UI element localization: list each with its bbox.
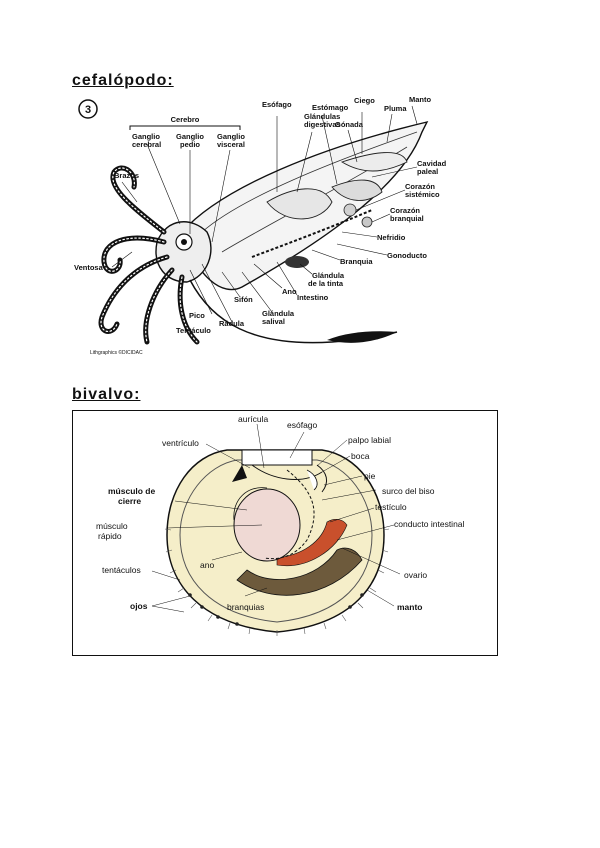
label-manto: Manto — [409, 95, 431, 104]
label-ojos: ojos — [130, 601, 148, 611]
label-ventosa: Ventosa — [74, 263, 104, 272]
tentacle-club-shape — [327, 331, 397, 343]
label-surco-biso: surco del biso — [382, 486, 435, 496]
systemic-heart-shape — [343, 203, 357, 217]
label-gonoducto: Gonoducto — [387, 251, 427, 260]
label-brazos: Brazos — [114, 171, 139, 180]
label-credit: Lithgraphics ©DICIDAC — [90, 349, 143, 356]
bivalve-heading: bivalvo: — [72, 386, 141, 403]
label-ano: Ano — [282, 287, 297, 296]
figure-number-circle — [78, 99, 98, 119]
bivalve-diagram: aurícula esófago ventrículo palpo labial… — [72, 410, 498, 656]
adductor-muscle-shape — [233, 488, 301, 562]
digestive-glands-shape — [266, 188, 333, 220]
label-pluma: Pluma — [384, 104, 407, 113]
head-shape — [155, 221, 212, 283]
label-ventriculo: ventrículo — [162, 438, 199, 448]
frame — [72, 410, 498, 656]
label-manto-bv: manto — [397, 602, 423, 612]
label-esofago: Esófago — [262, 100, 292, 109]
label-boca: boca — [351, 451, 370, 461]
label-conducto-intestinal: conducto intestinal — [394, 519, 465, 529]
label-nefridio: Nefridio — [377, 233, 406, 242]
label-tentaculo: Tentáculo — [176, 326, 211, 335]
label-testiculo: testículo — [375, 502, 407, 512]
figure-number: 3 — [85, 104, 91, 116]
label-branquias: branquias — [227, 602, 264, 612]
label-palpo-labial: palpo labial — [348, 435, 391, 445]
branchial-heart-shape — [361, 216, 373, 228]
label-auricula: aurícula — [238, 414, 269, 424]
tentacle-fringe — [164, 528, 390, 636]
label-pie: pie — [364, 471, 376, 481]
label-cerebro: Cerebro — [171, 115, 200, 124]
label-intestino: Intestino — [297, 293, 329, 302]
label-radula: Rádula — [219, 319, 245, 328]
cephalopod-diagram: 3 — [74, 95, 447, 356]
label-esofago-bv: esófago — [287, 420, 318, 430]
eye-dots — [188, 593, 364, 626]
label-estomago: Estómago — [312, 103, 349, 112]
label-tentaculos: tentáculos — [102, 565, 141, 575]
label-pico: Pico — [189, 311, 205, 320]
label-ciego: Ciego — [354, 96, 375, 105]
gills-shape — [236, 547, 363, 596]
ink-gland-shape — [285, 256, 309, 268]
label-ovario: ovario — [404, 570, 427, 580]
label-branquia: Branquia — [340, 257, 373, 266]
cephalopod-heading: cefalópodo: — [72, 72, 174, 89]
stomach-shape — [331, 179, 383, 201]
label-sifon: Sifón — [234, 295, 253, 304]
gonad-shape — [340, 152, 408, 172]
label-gonada: Gónada — [335, 120, 364, 129]
label-ano-bv: ano — [200, 560, 214, 570]
